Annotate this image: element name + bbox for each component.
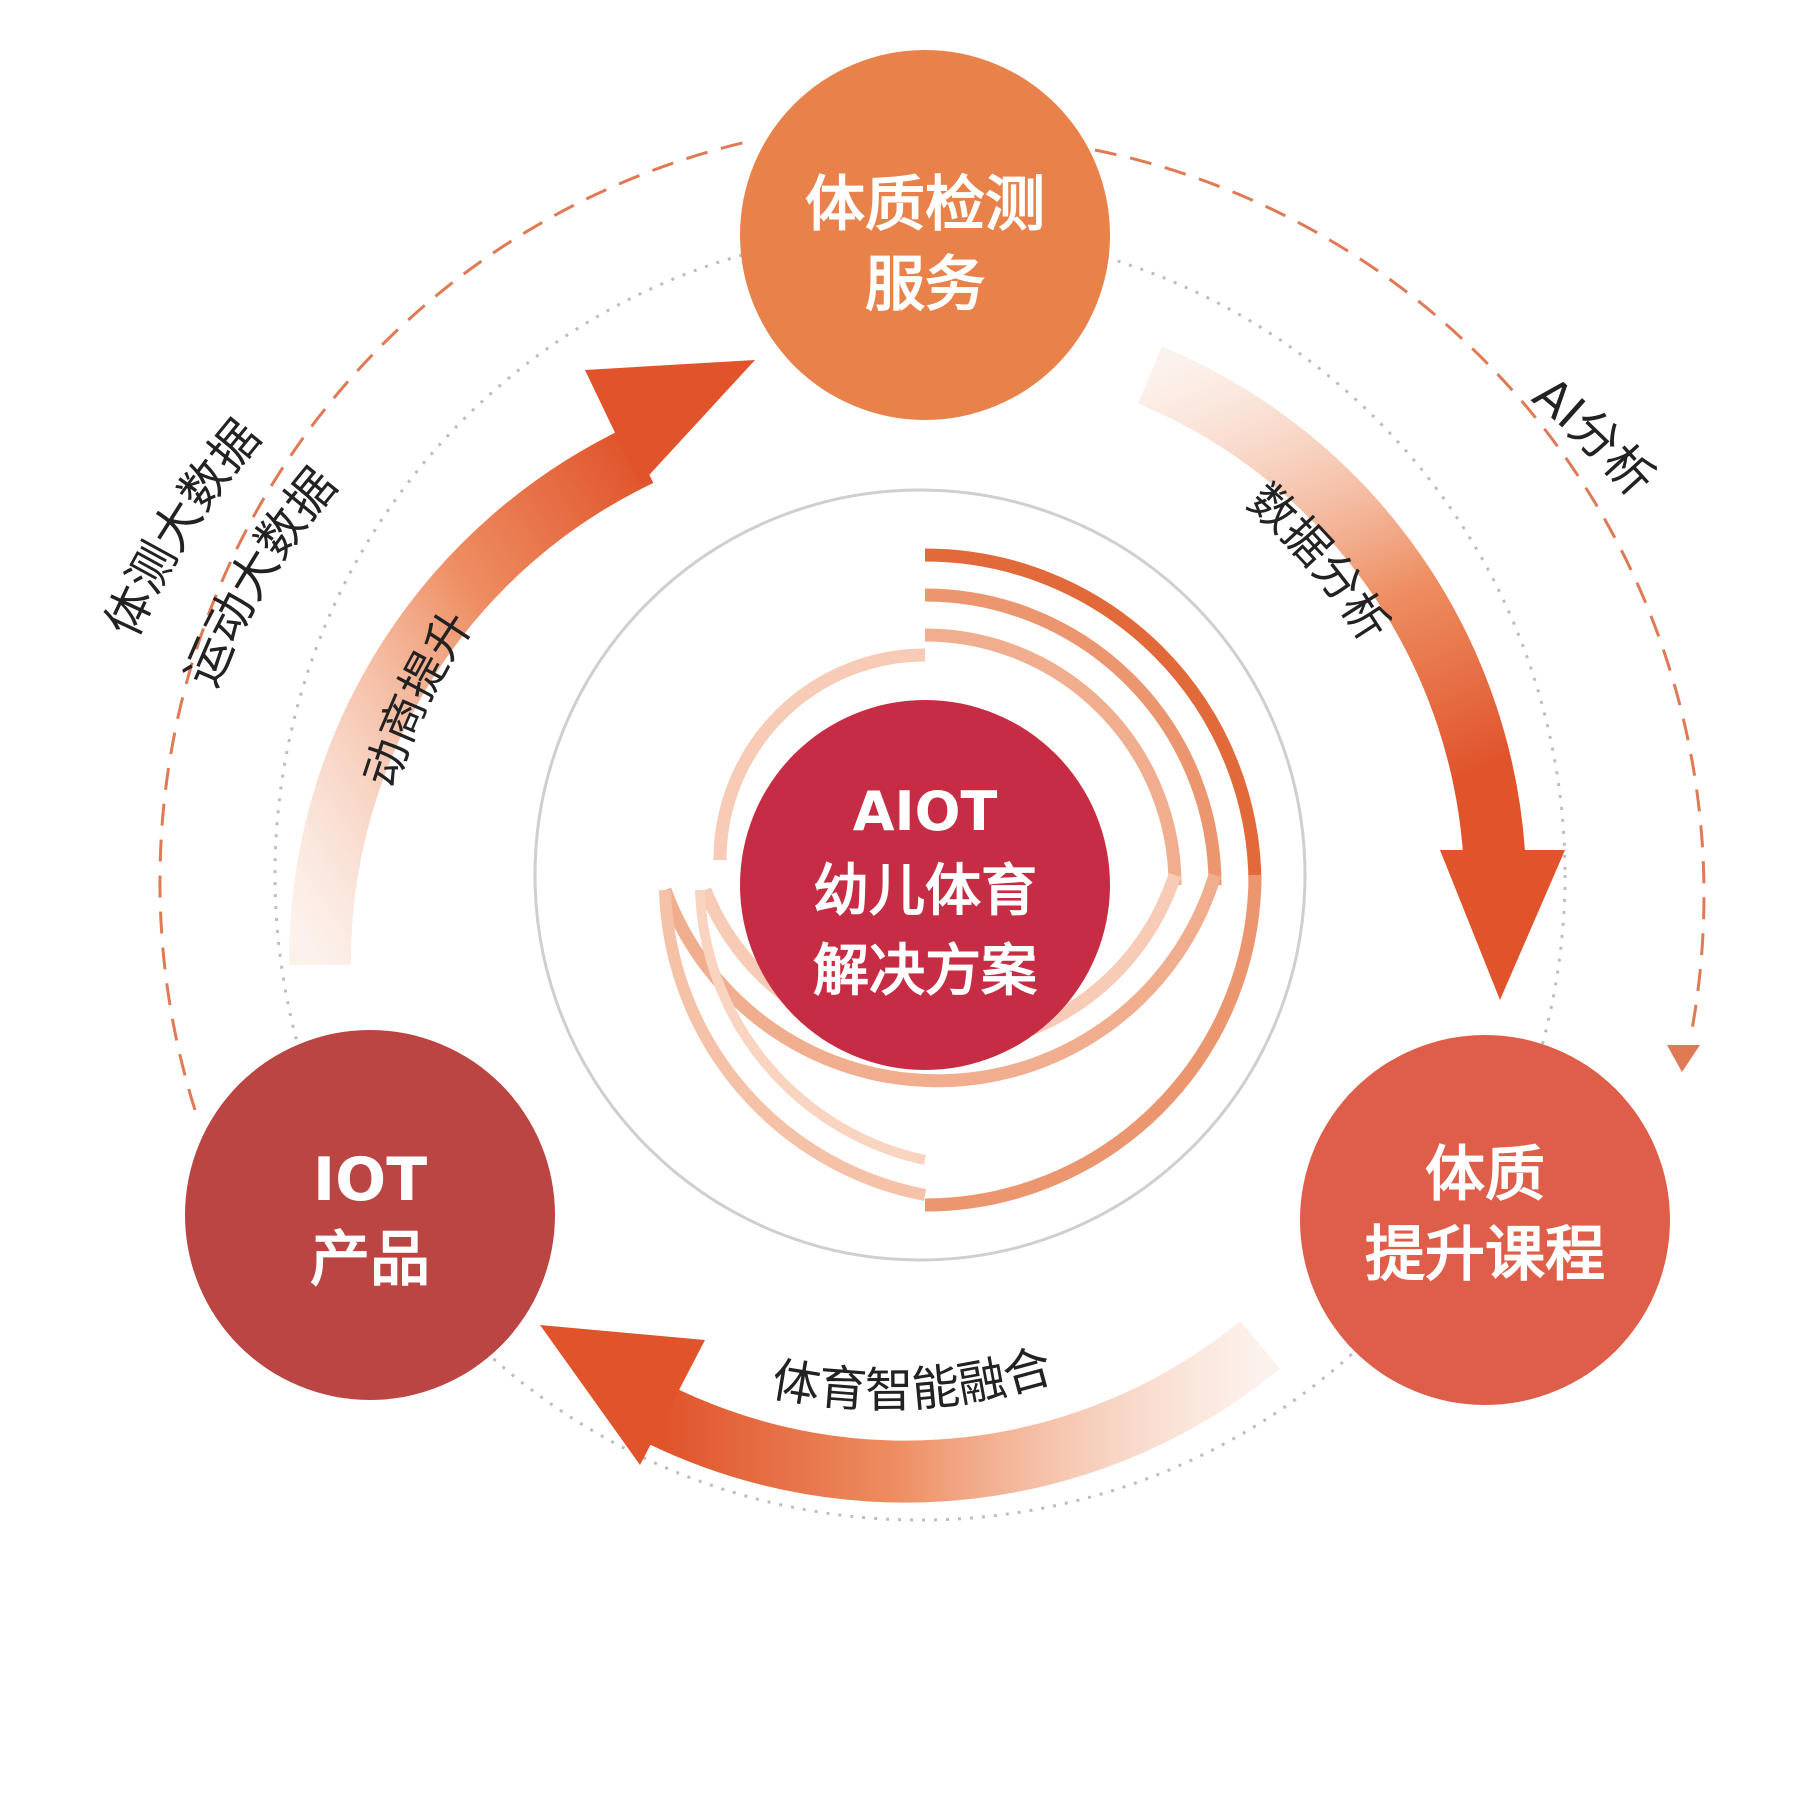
inner-dotted-ring	[273, 228, 1567, 1522]
center-line3: 解决方案	[813, 939, 1038, 1004]
outer-dashed-ring	[158, 138, 1706, 1111]
node-right-line1: 体质	[1425, 1140, 1545, 1210]
center-line2: 幼儿体育	[813, 859, 1037, 924]
arrow-right-down	[1138, 346, 1565, 1000]
center-line1: AIOT	[853, 780, 998, 843]
node-top-line1: 体质检测	[805, 170, 1045, 240]
label-arrow-bottom: 体育智能融合	[768, 1338, 1058, 1419]
arrow-left-up	[288, 360, 755, 966]
center-thin-ring	[533, 488, 1307, 1262]
label-outer-right: AI分析	[1522, 366, 1665, 507]
node-top-line2: 服务	[865, 250, 985, 320]
arrow-bottom-left	[540, 1320, 1280, 1503]
node-top-physique-testing: 体质检测 服务	[740, 50, 1110, 420]
center-concentric-arcs	[658, 548, 1262, 1212]
node-right-physique-course: 体质 提升课程	[1300, 1035, 1670, 1405]
center-node-aiot-solution: AIOT 幼儿体育 解决方案	[740, 700, 1110, 1070]
node-right-line2: 提升课程	[1365, 1220, 1605, 1290]
node-left-line1: IOT	[313, 1145, 427, 1215]
node-left-line2: 产品	[310, 1225, 430, 1295]
dashed-ring-arrowhead	[1667, 1045, 1700, 1072]
node-left-iot-products: IOT 产品	[185, 1030, 555, 1400]
